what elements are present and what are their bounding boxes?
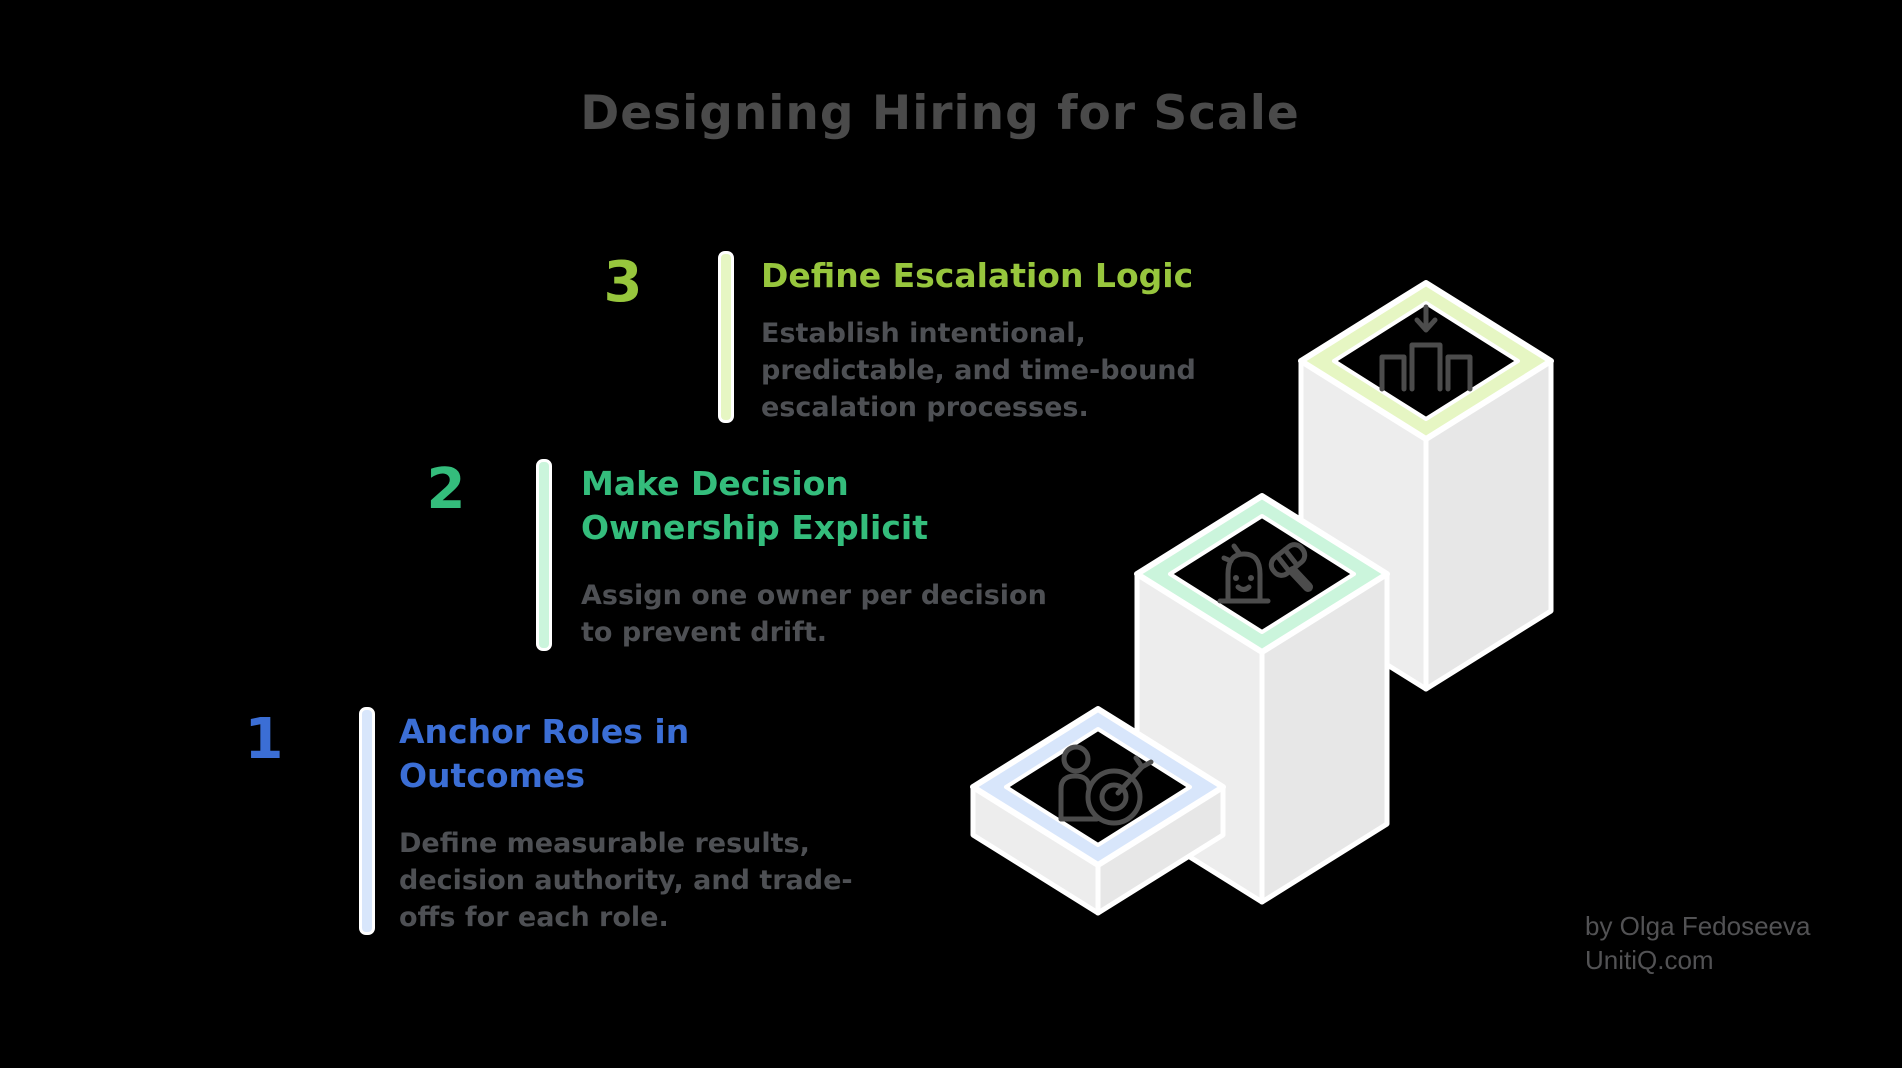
step-3-number: 3 [603, 250, 643, 315]
step-2-number: 2 [426, 457, 466, 522]
step-2-description: Assign one owner per decision to prevent… [581, 580, 1047, 648]
staircase-illustration [970, 280, 1554, 916]
stair-step-1 [970, 706, 1226, 916]
credit-site: UnitiQ.com [1585, 944, 1714, 975]
step-1-description: Define measurable results, decision auth… [399, 828, 853, 933]
step-1-number: 1 [244, 707, 284, 772]
credit: by Olga Fedoseeva UnitiQ.com [1585, 910, 1810, 978]
step-2-title: Make Decision Ownership Explicit [581, 464, 928, 547]
stair-step-3 [1298, 280, 1554, 692]
step-1-accent-bar [359, 707, 375, 935]
gavel-ghost-icon [1217, 542, 1313, 604]
stair-step-2 [1134, 493, 1390, 905]
step-3-accent-bar [718, 251, 734, 423]
person-target-icon [1058, 744, 1154, 826]
step-3-description: Establish intentional, predictable, and … [761, 318, 1196, 423]
podium-descend-icon [1379, 304, 1473, 392]
step-2-accent-bar [536, 459, 552, 651]
page-title: Designing Hiring for Scale [580, 86, 1300, 141]
step-1-title: Anchor Roles in Outcomes [399, 712, 690, 795]
credit-byline: by Olga Fedoseeva [1585, 911, 1811, 941]
step-3-title: Define Escalation Logic [761, 256, 1194, 295]
